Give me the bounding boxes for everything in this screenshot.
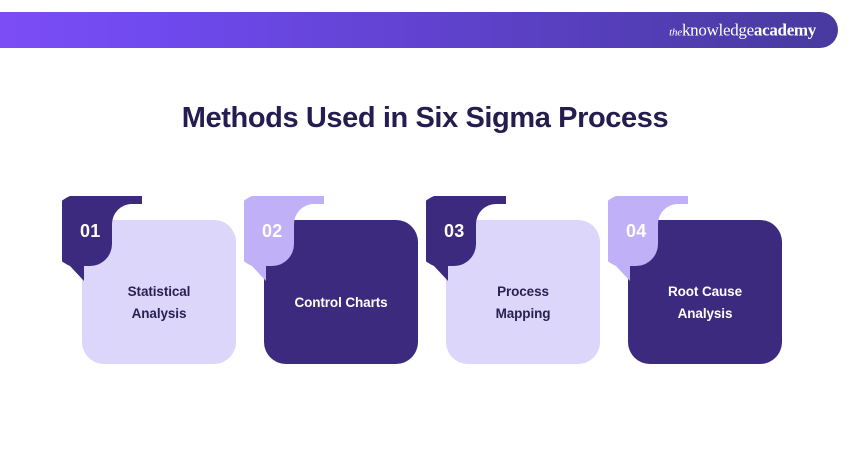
method-card-1[interactable]: Statistical Analysis 01: [62, 196, 236, 371]
method-card-3[interactable]: Process Mapping 03: [426, 196, 600, 371]
badge-bubble-icon: [62, 196, 142, 281]
method-card-body: Control Charts: [264, 220, 418, 364]
method-card-4[interactable]: Root Cause Analysis 04: [608, 196, 782, 371]
badge-bubble-icon: [608, 196, 688, 281]
method-card-badge: 01: [62, 196, 142, 281]
method-card-badge: 04: [608, 196, 688, 281]
methods-card-row: Statistical Analysis 01 Control Charts 0…: [62, 196, 792, 371]
brand-academy-text: academy: [753, 20, 816, 40]
brand-knowledge-text: knowledge: [681, 20, 754, 40]
method-card-label: Root Cause Analysis: [667, 284, 742, 321]
page-title: Methods Used in Six Sigma Process: [181, 102, 669, 134]
brand-the-text: the: [669, 26, 682, 39]
method-card-2[interactable]: Control Charts 02: [244, 196, 418, 371]
method-card-label: Control Charts: [294, 295, 388, 311]
method-card-badge: 03: [426, 196, 506, 281]
badge-bubble-icon: [426, 196, 506, 281]
method-card-badge: 02: [244, 196, 324, 281]
method-card-label: Process Mapping: [495, 284, 551, 321]
method-card-label: Statistical Analysis: [127, 284, 191, 321]
badge-bubble-icon: [244, 196, 324, 281]
